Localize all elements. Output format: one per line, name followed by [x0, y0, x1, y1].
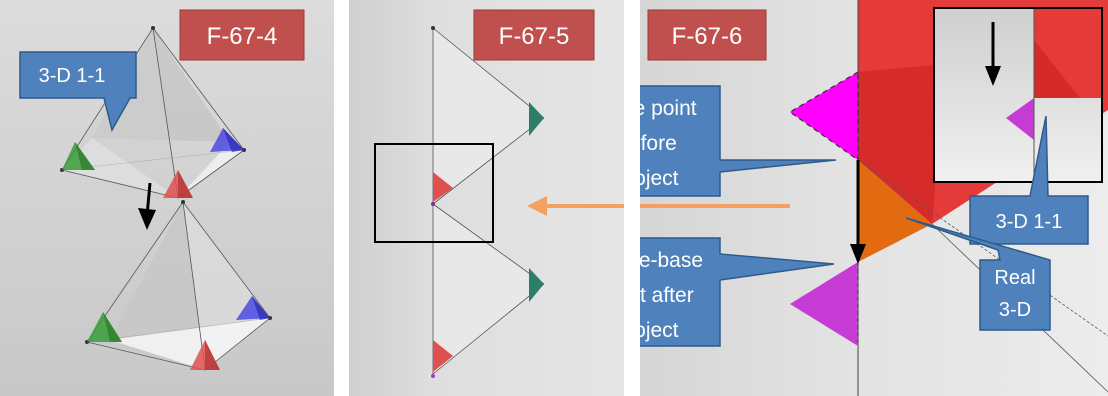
projection-arrow-icon — [850, 160, 866, 264]
svg-text:point after: point after — [640, 284, 694, 307]
red-corner-marker — [433, 172, 453, 202]
svg-text:Phase-base: Phase-base — [640, 249, 703, 272]
teal-corner-marker — [529, 268, 544, 302]
svg-text:3-D 1-1: 3-D 1-1 — [996, 211, 1063, 233]
zoom-inset — [933, 7, 1103, 183]
callout-real-3d: Real 3-D — [905, 217, 1051, 331]
panel-title: F-67-5 — [499, 23, 570, 50]
panel-title: F-67-6 — [672, 23, 743, 50]
callout-base-point: Base point before project — [640, 85, 837, 197]
panel-f-67-5: F-67-5 — [349, 0, 624, 396]
panel-title-badge: F-67-5 — [473, 9, 595, 61]
callout-3d-1-1: 3-D 1-1 — [19, 51, 137, 133]
svg-text:before: before — [640, 132, 677, 155]
svg-text:project: project — [640, 167, 679, 190]
callout-phase-base-point: Phase-base point after project — [640, 237, 835, 347]
zoom-region-box — [374, 143, 494, 243]
panel-f-67-6: F-67-6 Base point before project Phase-b… — [640, 0, 1108, 396]
down-arrow-icon — [985, 22, 1001, 86]
svg-text:Base point: Base point — [640, 97, 697, 120]
svg-text:3-D: 3-D — [999, 299, 1031, 321]
svg-text:project: project — [640, 319, 679, 342]
lower-tetrahedron — [85, 200, 272, 371]
panel-title-badge: F-67-6 — [647, 9, 767, 61]
panel-title-badge: F-67-4 — [179, 9, 305, 61]
orange-left-arrow — [527, 196, 624, 216]
svg-text:Real: Real — [994, 267, 1035, 289]
projected-triangles — [431, 26, 545, 378]
panel-title: F-67-4 — [207, 23, 278, 50]
inset-phase-triangle — [1006, 98, 1034, 140]
teal-corner-marker — [529, 102, 544, 136]
red-corner-marker — [433, 340, 453, 372]
phase-base-triangle — [790, 262, 858, 346]
svg-text:3-D 1-1: 3-D 1-1 — [39, 65, 106, 87]
panel-f-67-4: F-67-4 3-D 1-1 — [0, 0, 334, 396]
down-arrow-icon — [138, 182, 156, 230]
orange-face — [858, 160, 932, 262]
base-point-triangle — [788, 70, 859, 162]
